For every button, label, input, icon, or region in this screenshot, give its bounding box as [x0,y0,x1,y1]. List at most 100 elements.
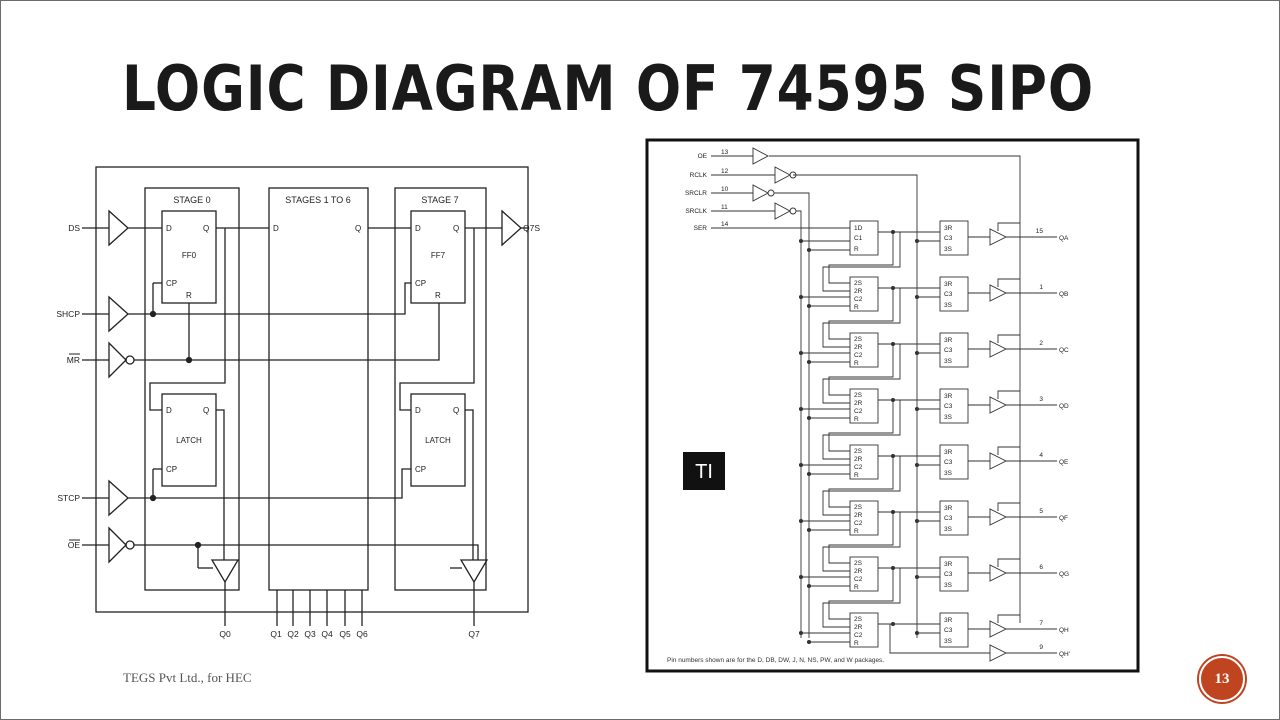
ti-latch-cell-label: 3S [944,302,953,309]
slide-title: LOGIC DIAGRAM OF 74595 SIPO [122,52,1095,125]
ti-output-buffer-2 [989,340,1008,358]
ti-badge [683,452,725,490]
ti-output-pin-6: 6 [1039,564,1043,571]
logic-diagram-74595: STAGE 0 STAGES 1 TO 6 STAGE 7 D Q FF0 CP… [56,166,540,639]
ti-shift-cell-label: 2R [854,456,863,463]
ti-shift-cell-label: R [854,640,859,647]
latch7 [410,393,466,487]
ti-latch-cell-label: 3R [944,337,953,344]
ti-output-qh-serial: QH' [1059,651,1070,658]
ti-input-rclk: RCLK [690,172,708,179]
ti-output-pin-9: 9 [1039,644,1043,651]
ti-input-pin-14: 14 [721,221,729,228]
ti-latch-cell-4 [939,444,969,480]
ti-latch-cell-5 [939,500,969,536]
ti-latch-cell-label: 3R [944,225,953,232]
ti-shift-cell-label: 1D [854,225,863,232]
ti-output-buffer-6 [989,564,1008,582]
input-mr: MR [67,355,80,365]
latch0-pin-d: D [166,406,172,415]
ff7-pin-d: D [415,224,421,233]
ti-shift-cell-label: R [854,416,859,423]
ti-output-buffer-1 [989,284,1008,302]
ti-shift-cell-label: 2R [854,400,863,407]
ti-latch-cell-label: 3S [944,246,953,253]
ti-latch-cell-label: 3S [944,470,953,477]
ti-latch-cell-label: C3 [944,627,953,634]
ti-shift-cell-label: 2S [854,560,863,567]
ti-shift-cell-4 [849,444,879,480]
ti-output-qg: QG [1059,571,1069,578]
ti-shift-cell-label: 2R [854,624,863,631]
ti-shift-cell-0 [849,220,879,256]
ti-shift-cell-label: 2S [854,616,863,623]
latch0-pin-q: Q [203,406,209,415]
ti-shift-cell-label: 2S [854,392,863,399]
ti-latch-cell-label: 3R [944,561,953,568]
ti-output-qb: QB [1059,291,1068,298]
latch7-pin-cp: CP [415,465,426,474]
ti-latch-cell-6 [939,556,969,592]
ti-latch-cell-7 [939,612,969,648]
mid-pin-q: Q [355,224,361,233]
ff0-pin-cp: CP [166,279,177,288]
ti-output-pin-3: 3 [1039,396,1043,403]
ff7-pin-q: Q [453,224,459,233]
ti-output-qh: QH [1059,627,1069,634]
ti-shift-cell-label: 2S [854,336,863,343]
ti-input-ser: SER [694,225,708,232]
ti-latch-cell-2 [939,332,969,368]
stage0-title: STAGE 0 [173,195,210,205]
ti-input-buffer [774,202,791,220]
ti-latch-cell-label: 3R [944,281,953,288]
ti-latch-cell-label: 3S [944,582,953,589]
ti-output-pin-5: 5 [1039,508,1043,515]
output-q3: Q3 [304,629,316,639]
input-ds: DS [68,223,80,233]
ti-output-pin-7: 7 [1039,620,1043,627]
ti-latch-cell-label: 3R [944,617,953,624]
ti-input-pin-10: 10 [721,186,729,193]
ff7-pin-r: R [435,291,441,300]
ti-input-buffer [752,184,769,202]
ti-shift-cell-7 [849,612,879,648]
ti-input-buffer [752,147,769,165]
ti-latch-cell-label: C3 [944,235,953,242]
ti-shift-cell-label: 2R [854,512,863,519]
ti-input-buffer [774,166,791,184]
ti-output-qe: QE [1059,459,1069,466]
ti-latch-cell-0 [939,220,969,256]
input-stcp: STCP [57,493,80,503]
ti-latch-cell-label: 3S [944,638,953,645]
ff7 [410,210,466,304]
ti-latch-cell-label: C3 [944,515,953,522]
ti-output-buffer-0 [989,228,1008,246]
page-number-badge: 13 [1199,656,1245,702]
ff0-label: FF0 [182,251,197,260]
ti-shift-cell-3 [849,388,879,424]
ti-shift-cell-2 [849,332,879,368]
ti-output-buffer-5 [989,508,1008,526]
input-shcp: SHCP [56,309,80,319]
ti-shift-cell-label: R [854,528,859,535]
output-q4: Q4 [321,629,333,639]
input-buffers [82,209,162,564]
ti-shift-cell-5 [849,500,879,536]
stage0-box [144,187,240,591]
footer-text: TEGS Pvt Ltd., for HEC [123,670,252,685]
ff0-pin-q: Q [203,224,209,233]
ti-logic-diagram: OE13RCLK12SRCLR10SRCLK11SER141DC1R3RC33S… [645,138,1140,673]
ti-shift-cell-label: 2S [854,280,863,287]
mid-pin-d: D [273,224,279,233]
ti-latch-cell-label: 3S [944,526,953,533]
output-q5: Q5 [339,629,351,639]
ti-shift-cell-label: C2 [854,576,863,583]
ti-output-pin-1: 1 [1039,284,1043,291]
output-q7: Q7 [468,629,480,639]
output-q1: Q1 [270,629,282,639]
ti-shift-cell-label: 2R [854,288,863,295]
latch7-label: LATCH [425,436,451,445]
output-q6: Q6 [356,629,368,639]
ti-latch-cell-3 [939,388,969,424]
ti-shift-cell-label: C1 [854,235,863,242]
